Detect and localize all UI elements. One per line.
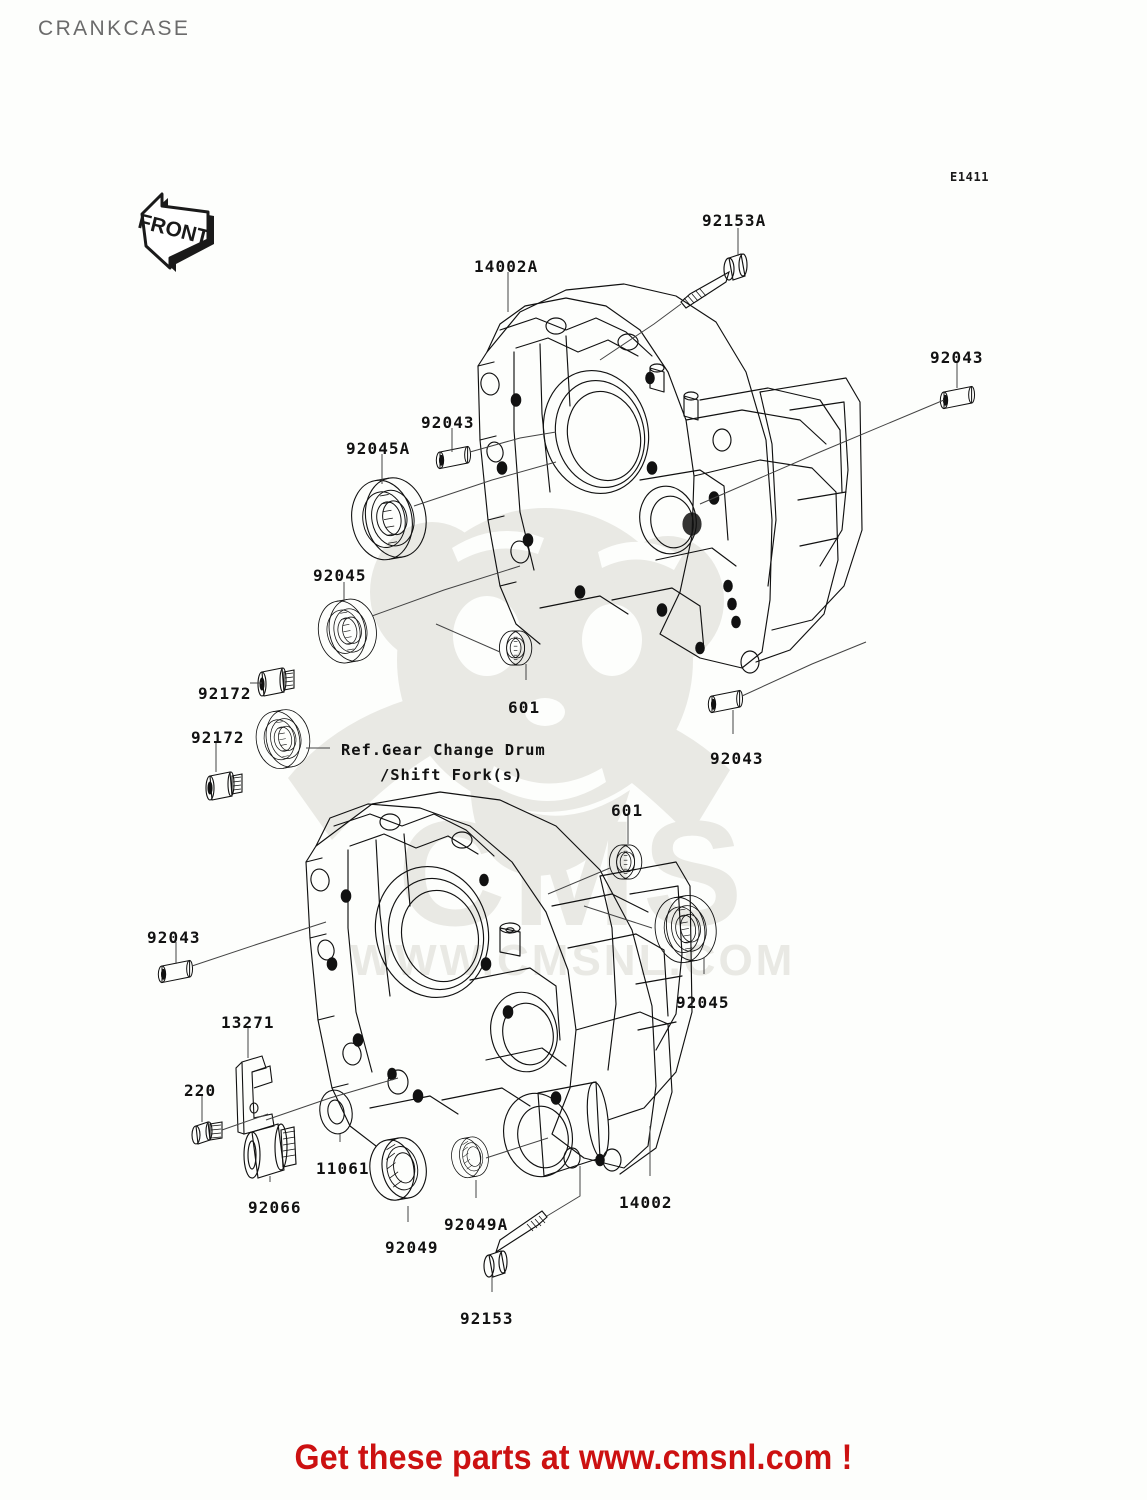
part-220-screw [191,1121,223,1145]
callout-92066[interactable]: 92066 [248,1198,302,1217]
callout-14002[interactable]: 14002 [619,1193,673,1212]
part-92043-pin-3 [707,689,744,714]
part-92045-bearing-upper [313,594,382,668]
callout-92172-upper[interactable]: 92172 [198,684,252,703]
reference-note-line-1: Ref.Gear Change Drum [341,741,546,759]
part-92043-pin-4 [157,959,194,984]
part-13271-plate [235,1055,275,1135]
diagram-reference-code: E1411 [950,170,990,184]
part-92066-plug [243,1123,297,1179]
callout-11061[interactable]: 11061 [316,1159,370,1178]
callout-601-lower[interactable]: 601 [611,801,644,820]
part-92172-screw-upper [257,667,295,697]
callout-92043-right-upper[interactable]: 92043 [930,348,984,367]
callout-92049a[interactable]: 92049A [444,1215,509,1234]
callout-601-upper[interactable]: 601 [508,698,541,717]
callout-92172-lower[interactable]: 92172 [191,728,245,747]
lower-crankcase-drawing [305,791,693,1178]
callout-92153[interactable]: 92153 [460,1309,514,1328]
callout-92045-upper[interactable]: 92045 [313,566,367,585]
footer-cta[interactable]: Get these parts at www.cmsnl.com ! [294,1438,853,1477]
callout-92049[interactable]: 92049 [385,1238,439,1257]
front-direction-badge: FRONT [122,190,218,272]
callout-92045-lower[interactable]: 92045 [676,993,730,1012]
part-11061-gasket [319,1089,353,1135]
reference-note-line-2: /Shift Fork(s) [380,766,524,784]
cms-watermark: CMS WWW.CMSNL.COM [288,508,796,985]
crankcase-diagram: CMS WWW.CMSNL.COM [157,228,976,1292]
callout-13271[interactable]: 13271 [221,1013,275,1032]
leader-lines [175,228,958,1292]
part-92043-pin-1 [435,445,472,470]
callout-92043-right-mid[interactable]: 92043 [710,749,764,768]
watermark-url-text: WWW.CMSNL.COM [351,936,796,985]
page-title: CRANKCASE [38,17,191,40]
callout-92153a[interactable]: 92153A [702,211,767,230]
part-92153-bolt [483,1210,548,1278]
part-92153A-bolt [680,253,748,309]
upper-crankcase-drawing [477,283,863,674]
callout-92043-upper[interactable]: 92043 [421,413,475,432]
part-92043-pin-2 [939,385,976,410]
part-92172-screw-lower [205,771,243,801]
callout-92043-lower-left[interactable]: 92043 [147,928,201,947]
part-92049A-oilseal [448,1134,492,1181]
callout-92045a[interactable]: 92045A [346,439,411,458]
callout-14002a[interactable]: 14002A [474,257,539,276]
callout-220[interactable]: 220 [184,1081,217,1100]
